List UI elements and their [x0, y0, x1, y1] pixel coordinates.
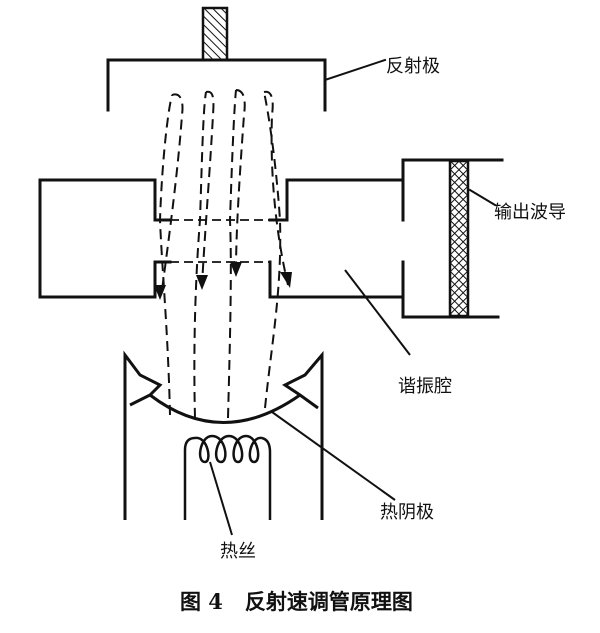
filament-coil — [183, 434, 272, 536]
hot-cathode — [149, 393, 301, 424]
resonant-cavity-label: 谐振腔 — [398, 376, 452, 397]
beam-path-4 — [263, 91, 282, 409]
beam-path-1 — [158, 94, 173, 416]
focus-electrode-left — [123, 350, 163, 520]
beam-return-1 — [161, 93, 184, 291]
beam-path-3 — [227, 89, 237, 419]
beam-path-2 — [193, 91, 207, 419]
beam-arrow-2 — [196, 275, 208, 290]
cavity-right-lower — [268, 260, 405, 299]
resonant-cavity-leader — [344, 269, 411, 356]
focus-electrode-right — [282, 350, 324, 520]
reflector-stem — [201, 6, 229, 62]
waveguide-window — [448, 159, 470, 318]
filament-leader — [209, 461, 233, 536]
reflector-leader — [323, 58, 387, 82]
beam-arrow-3 — [230, 262, 242, 277]
figure-caption: 图 4 反射速调管原理图 — [180, 589, 413, 614]
cavity-left — [38, 178, 172, 299]
beam-arrow-4 — [280, 272, 292, 288]
hot-cathode-label: 热阴极 — [380, 502, 434, 523]
beam-return-4 — [263, 90, 289, 286]
filament-label: 热丝 — [220, 541, 256, 562]
output-waveguide-label: 输出波导 — [494, 202, 566, 223]
hot-cathode-leader — [271, 411, 396, 501]
reflector-electrode — [106, 58, 327, 112]
beam-return-3 — [235, 89, 246, 271]
beam-arrow-1 — [154, 285, 166, 300]
output-waveguide-leader — [468, 188, 497, 207]
beam-return-2 — [201, 90, 215, 286]
reflector-label: 反射极 — [386, 56, 440, 77]
cavity-right — [285, 178, 405, 222]
